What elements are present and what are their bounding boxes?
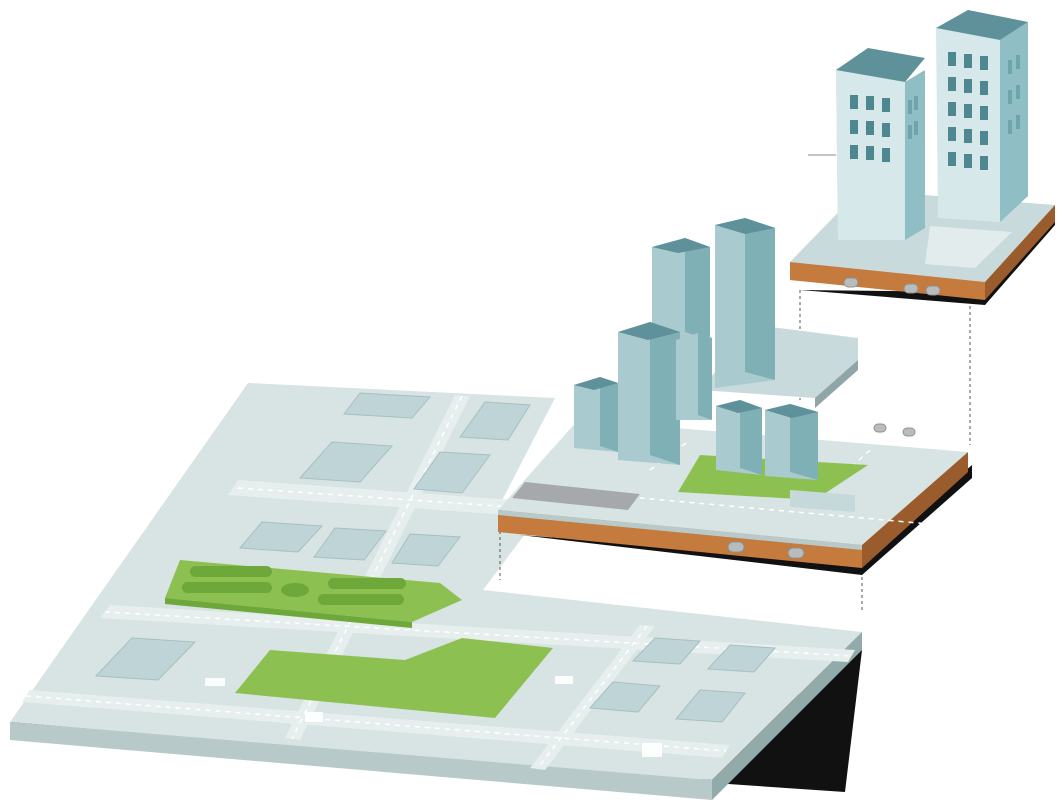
lots <box>94 392 777 723</box>
lot <box>313 527 387 561</box>
middle-low-block <box>790 490 855 512</box>
lot <box>706 644 777 673</box>
park-upper-edge <box>165 598 412 628</box>
lot <box>674 689 746 723</box>
base-right-edge <box>712 632 862 800</box>
top-light-pad <box>925 226 1012 268</box>
top-pipes <box>843 277 941 296</box>
road-vertical-2 <box>530 625 655 770</box>
middle-shadow <box>520 465 972 575</box>
lot <box>343 392 432 419</box>
lot <box>298 441 394 483</box>
top-tower-left-roof <box>836 48 925 82</box>
lot <box>238 521 324 553</box>
middle-front-soil <box>498 510 862 568</box>
base-front-edge <box>10 722 712 800</box>
top-tower-left-windows <box>850 95 890 162</box>
middle-tower-block <box>498 218 972 610</box>
top-tower-left-side <box>905 70 925 240</box>
lot <box>588 681 662 713</box>
top-right-soil <box>985 205 1055 300</box>
top-tower-block <box>790 10 1055 305</box>
middle-towers <box>574 218 818 480</box>
lot <box>631 637 702 665</box>
top-tower-right-windows <box>948 52 988 170</box>
park-lower <box>235 638 553 718</box>
top-tower-right-face <box>936 28 1000 222</box>
lot <box>391 533 461 567</box>
middle-right-soil <box>862 452 968 568</box>
crosswalks <box>106 463 662 757</box>
lot <box>459 401 531 441</box>
park-hedges <box>182 566 406 605</box>
lot <box>94 637 197 681</box>
top-tower-right-side <box>1000 22 1028 222</box>
base-city-block <box>10 383 862 800</box>
middle-pipes <box>727 423 916 559</box>
middle-raised-deck-side <box>815 360 858 408</box>
middle-gray-lot <box>512 482 640 510</box>
lot <box>413 451 491 494</box>
top-tower-right-roof <box>936 10 1028 40</box>
middle-front-cap <box>498 510 862 550</box>
top-tower-side-windows <box>908 55 1020 139</box>
